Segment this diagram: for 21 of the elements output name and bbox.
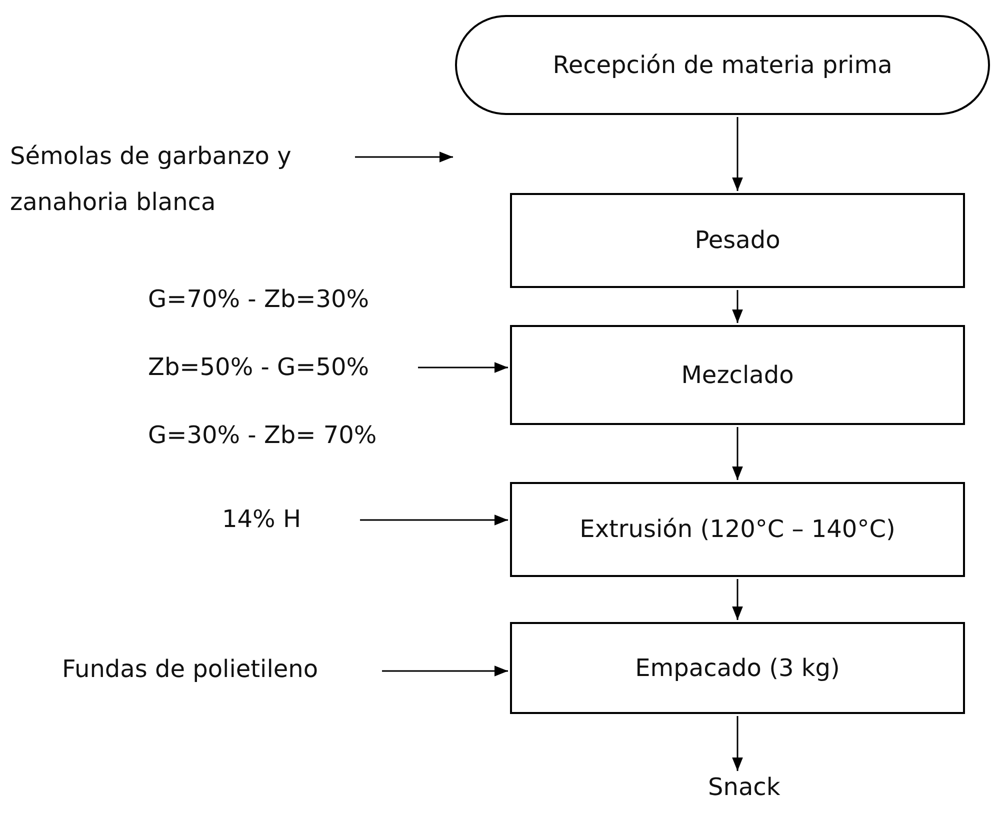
step-label: Mezclado [681, 360, 794, 390]
input-label: G=70% - Zb=30% [148, 285, 370, 314]
input-label: Snack [708, 773, 780, 802]
arrow [732, 427, 743, 480]
input-label: Sémolas de garbanzo y zanahoria blanca [10, 141, 292, 218]
input-label: 14% H [222, 505, 302, 534]
arrow [418, 362, 508, 373]
step-label: Pesado [694, 226, 780, 255]
arrow [732, 117, 743, 191]
step-label: Extrusión (120°C – 140°C) [580, 515, 896, 544]
arrow [732, 290, 743, 323]
input-label: G=30% - Zb= 70% [148, 421, 377, 450]
arrow [360, 514, 508, 526]
input-label: Zb=50% - G=50% [148, 353, 370, 382]
arrow [355, 152, 453, 162]
arrow [382, 666, 508, 676]
arrow [732, 716, 743, 771]
step-label: Empacado (3 kg) [635, 654, 840, 682]
input-label: Fundas de polietileno [62, 655, 318, 684]
step-label: Recepción de materia prima [552, 50, 892, 80]
arrow [732, 579, 743, 620]
